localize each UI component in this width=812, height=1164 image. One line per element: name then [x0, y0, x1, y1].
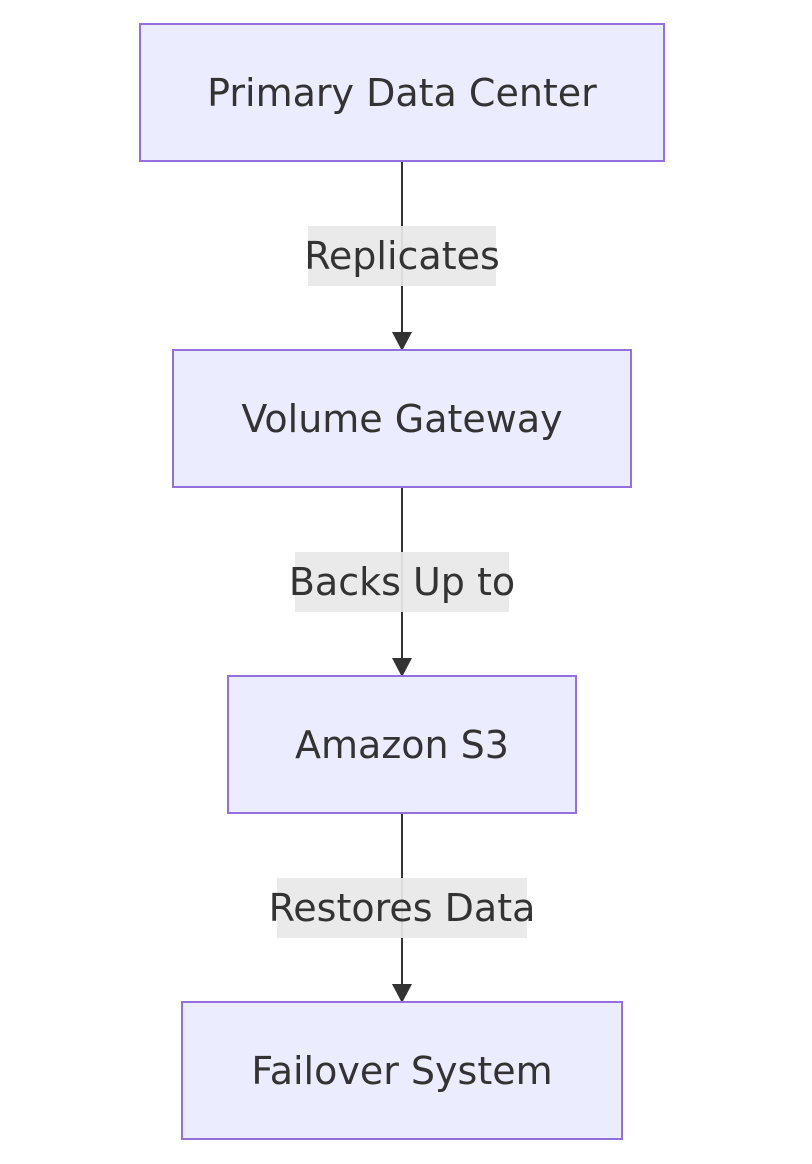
edge-label-bg — [295, 552, 509, 612]
edge-label-restores-data: Restores Data — [269, 886, 536, 930]
arrowhead-icon — [392, 332, 412, 351]
node-label: Failover System — [251, 1049, 552, 1093]
edge-replicates: Replicates — [304, 161, 500, 351]
edge-backs-up-to: Backs Up to — [289, 487, 515, 677]
edge-label-backs-up-to: Backs Up to — [289, 560, 515, 604]
edge-label-bg — [308, 226, 496, 286]
node-primary-data-center[interactable]: Primary Data Center — [139, 23, 665, 162]
arrowhead-icon — [392, 658, 412, 677]
edge-restores-data: Restores Data — [269, 813, 536, 1003]
node-label: Volume Gateway — [241, 397, 562, 441]
node-volume-gateway[interactable]: Volume Gateway — [172, 349, 632, 488]
edge-label-bg — [277, 878, 527, 938]
node-failover-system[interactable]: Failover System — [181, 1001, 623, 1140]
arrowhead-icon — [392, 984, 412, 1003]
node-label: Amazon S3 — [295, 723, 509, 767]
node-amazon-s3[interactable]: Amazon S3 — [227, 675, 577, 814]
node-label: Primary Data Center — [207, 71, 597, 115]
edge-label-replicates: Replicates — [304, 234, 500, 278]
